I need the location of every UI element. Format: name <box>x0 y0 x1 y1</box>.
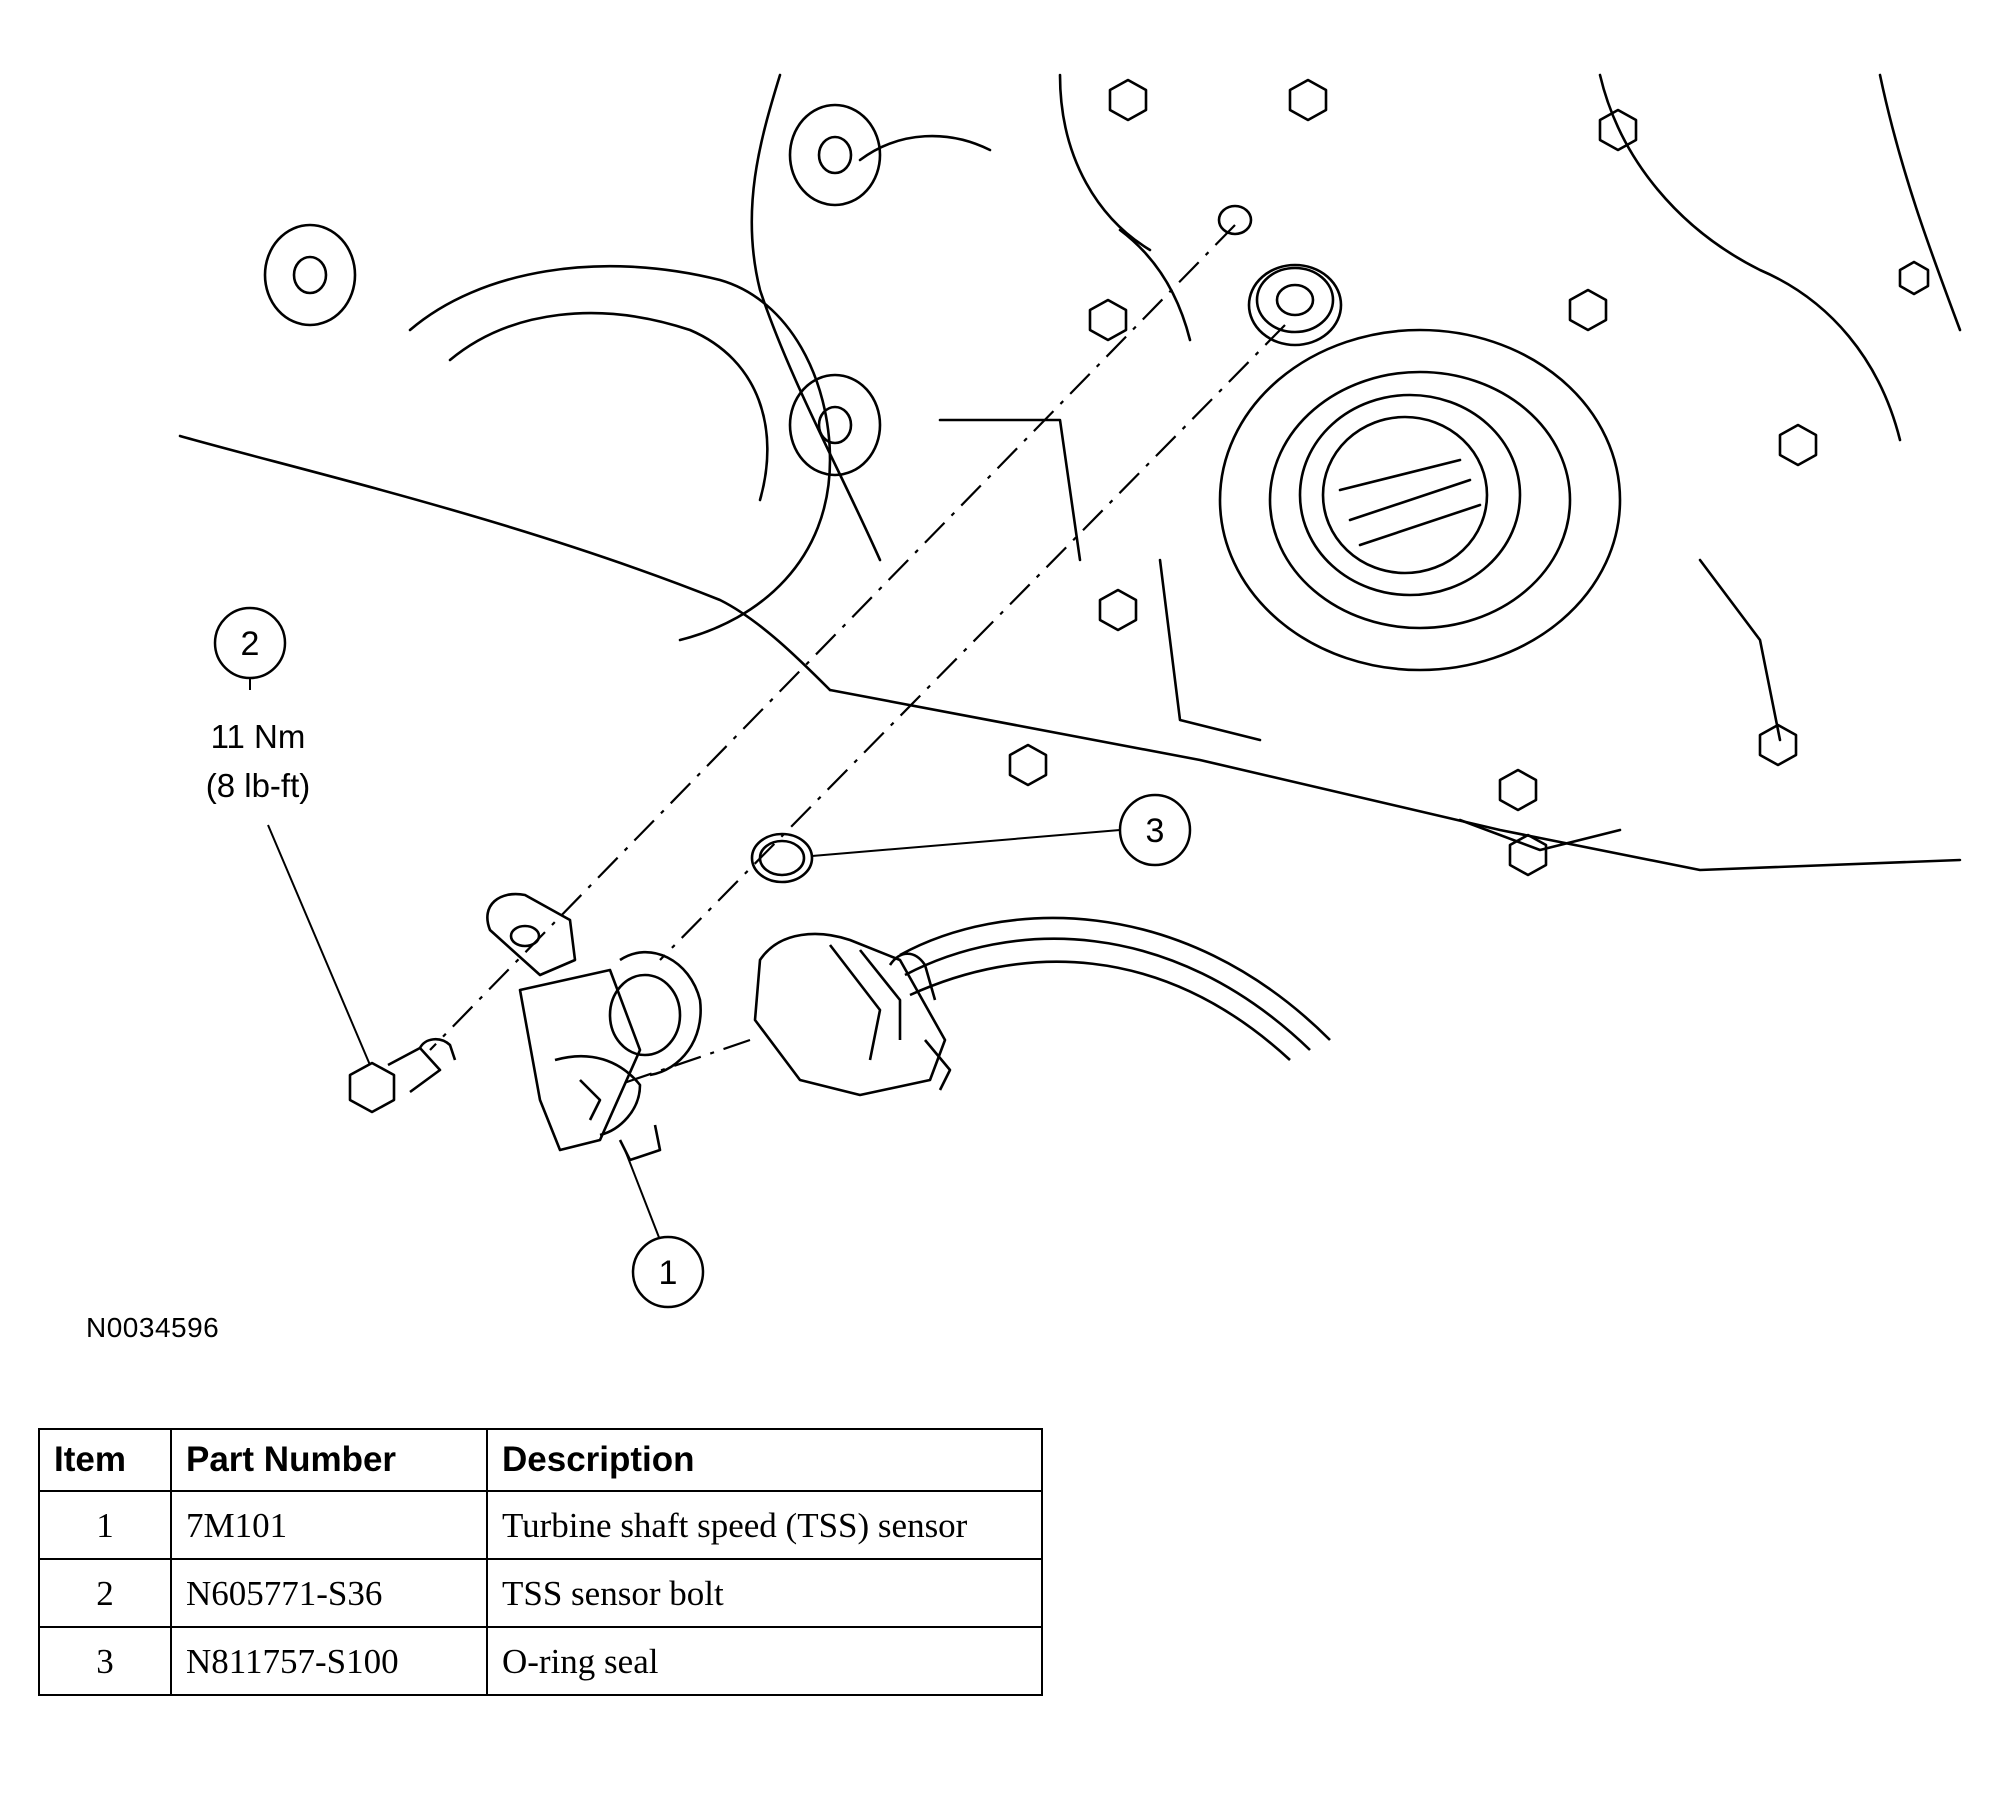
svg-text:1: 1 <box>659 1254 678 1292</box>
callout-2: 2 11 Nm (8 lb-ft) <box>206 606 311 804</box>
tss-sensor-bolt <box>348 1038 457 1114</box>
wiring-harness <box>899 916 1331 1061</box>
figure-id: N0034596 <box>86 1312 220 1343</box>
parts-table: Item Part Number Description 1 7M101 Tur… <box>38 1428 1043 1696</box>
part-number-cell: N605771-S36 <box>170 1558 488 1628</box>
description-cell: TSS sensor bolt <box>486 1558 1043 1628</box>
case-bolts <box>1008 78 1930 877</box>
table-row: 3 N811757-S100 O-ring seal <box>38 1626 1043 1696</box>
torque-nm-label: 11 Nm <box>211 718 306 755</box>
description-cell: O-ring seal <box>486 1626 1043 1696</box>
case-output-seal <box>1218 328 1622 672</box>
header-description: Description <box>486 1428 1043 1492</box>
callout-3: 3 <box>1118 793 1192 867</box>
case-bosses <box>263 103 1335 477</box>
part-number-cell: N811757-S100 <box>170 1626 488 1696</box>
item-cell: 3 <box>38 1626 172 1696</box>
item-cell: 2 <box>38 1558 172 1628</box>
callout-1: 1 <box>631 1235 705 1309</box>
transmission-case <box>178 73 1962 872</box>
table-row: 2 N605771-S36 TSS sensor bolt <box>38 1558 1043 1628</box>
header-item: Item <box>38 1428 172 1492</box>
sensor-connector <box>753 932 952 1097</box>
torque-lbft-label: (8 lb-ft) <box>206 767 311 804</box>
installation-centerlines <box>429 224 1286 1087</box>
item-cell: 1 <box>38 1490 172 1560</box>
part-number-cell: 7M101 <box>170 1490 488 1560</box>
table-header-row: Item Part Number Description <box>38 1428 1043 1492</box>
exploded-view-illustration: 2 11 Nm (8 lb-ft) 3 1 <box>178 73 1962 1309</box>
o-ring-seal <box>750 832 814 884</box>
header-part-number: Part Number <box>170 1428 488 1492</box>
svg-text:2: 2 <box>241 625 260 663</box>
sensor-bore <box>1247 263 1343 347</box>
tss-sensor <box>486 892 702 1162</box>
description-cell: Turbine shaft speed (TSS) sensor <box>486 1490 1043 1560</box>
table-row: 1 7M101 Turbine shaft speed (TSS) sensor <box>38 1490 1043 1560</box>
svg-text:3: 3 <box>1146 812 1165 850</box>
leader-lines <box>249 663 1121 1241</box>
